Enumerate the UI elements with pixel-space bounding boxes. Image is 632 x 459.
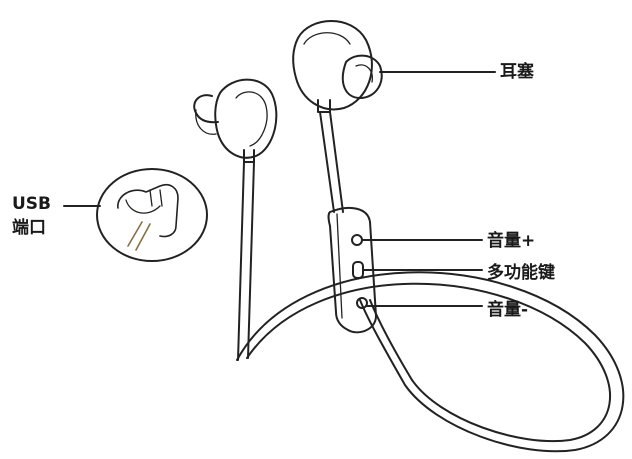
right-earbud xyxy=(292,20,383,213)
volume-down-button[interactable] xyxy=(356,297,368,309)
earplug-label: 耳塞 xyxy=(500,62,534,82)
volume-up-label: 音量+ xyxy=(487,231,536,251)
volume-down-label: 音量- xyxy=(487,300,529,320)
usb-label: USB xyxy=(12,194,52,214)
left-earbud xyxy=(193,78,278,361)
volume-up-button[interactable] xyxy=(351,234,363,246)
port-label: 端口 xyxy=(12,218,46,238)
multifunction-button[interactable] xyxy=(352,261,364,279)
leader-lines xyxy=(63,71,496,307)
multifunction-label: 多功能键 xyxy=(487,263,555,283)
neckband-cable xyxy=(236,271,625,453)
remote-control xyxy=(327,206,377,334)
usb-port-zoom xyxy=(96,168,208,262)
